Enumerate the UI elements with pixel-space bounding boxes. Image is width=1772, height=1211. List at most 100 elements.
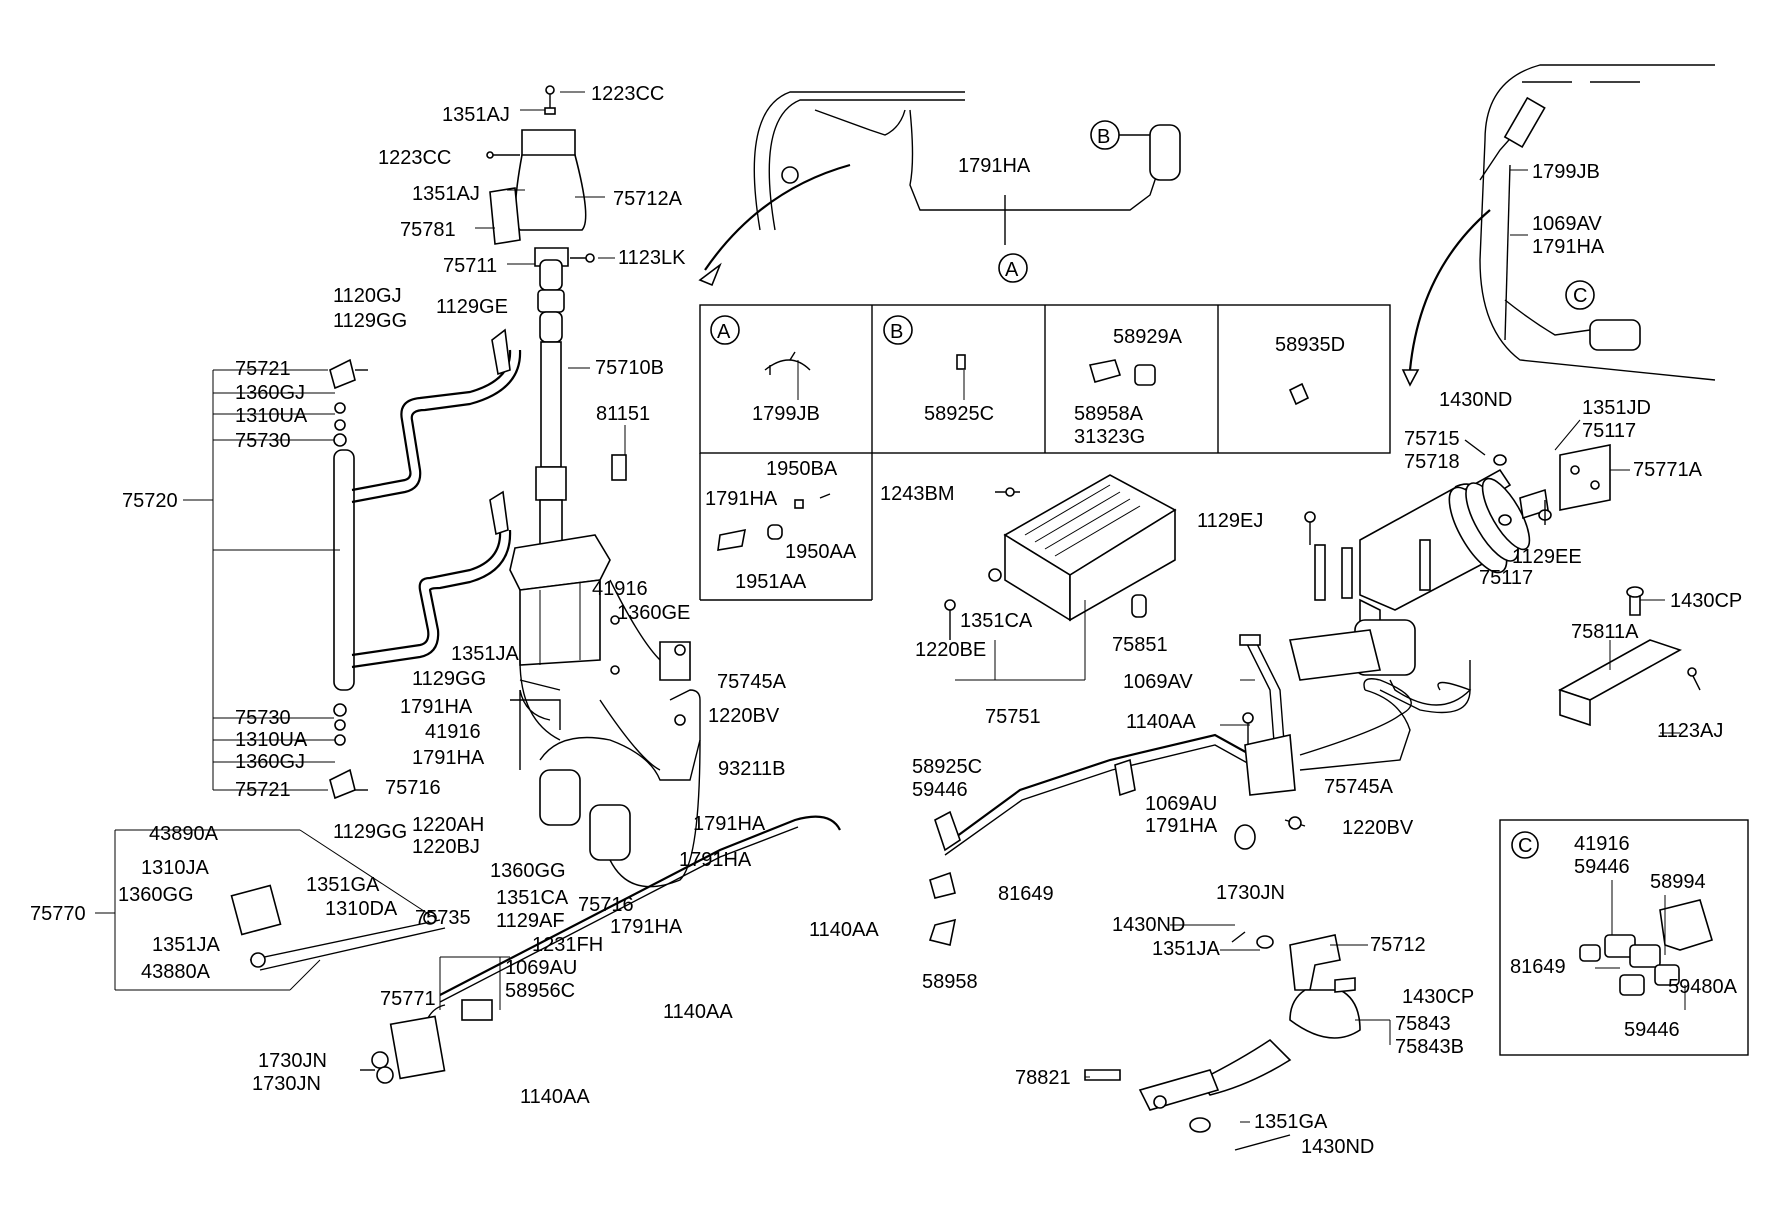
table-cell-part: 58958A	[1074, 403, 1144, 425]
label-1351AJ: 1351AJ	[442, 104, 510, 126]
label-81151: 81151	[596, 403, 650, 425]
cylinder-assembly-lower	[1084, 931, 1361, 1151]
label-1069AV: 1069AV	[1532, 213, 1602, 235]
label-78821: 78821	[1015, 1067, 1071, 1089]
label-1310UA: 1310UA	[235, 405, 308, 427]
label-1351JA: 1351JA	[1152, 938, 1220, 960]
clutch-booster-right	[1289, 468, 1552, 714]
table-cell-part: 58935D	[1275, 334, 1345, 356]
label-1351JA: 1351JA	[451, 643, 519, 665]
label-75712: 75712	[1370, 934, 1426, 956]
label-1120GJ: 1120GJ	[333, 285, 402, 307]
label-75770: 75770	[30, 903, 86, 925]
label-1123LK: 1123LK	[618, 247, 686, 269]
label-1129GG: 1129GG	[333, 310, 407, 332]
valve-assembly-left	[510, 579, 701, 888]
label-75721: 75721	[235, 358, 291, 380]
label-75716: 75716	[385, 777, 441, 799]
label-43880A: 43880A	[141, 961, 211, 983]
label-1430ND: 1430ND	[1301, 1136, 1374, 1158]
label-41916: 41916	[592, 578, 648, 600]
detail-label-59480A: 59480A	[1668, 976, 1738, 998]
label-1799JB: 1799JB	[1532, 161, 1600, 183]
label-1360GG: 1360GG	[490, 860, 566, 882]
label-1791HA: 1791HA	[610, 916, 683, 938]
label-1129EJ: 1129EJ	[1197, 510, 1263, 532]
cab-outline-right	[1401, 64, 1716, 387]
label-1351GA: 1351GA	[306, 874, 380, 896]
small-parts-right	[1304, 439, 1546, 545]
detail-label-81649: 81649	[1510, 956, 1566, 978]
table-cell-letter-B: B	[890, 321, 903, 343]
label-1069AV: 1069AV	[1123, 671, 1193, 693]
label-1129EE: 1129EE	[1512, 546, 1582, 568]
label-1129AF: 1129AF	[496, 910, 565, 932]
label-1140AA: 1140AA	[1126, 711, 1196, 733]
label-75751: 75751	[985, 706, 1041, 728]
table-cell-part: 58925C	[924, 403, 994, 425]
label-1231FH: 1231FH	[532, 934, 603, 956]
label-1730JN: 1730JN	[258, 1050, 327, 1072]
label-1360GJ: 1360GJ	[235, 751, 305, 773]
label-75745A: 75745A	[1324, 776, 1394, 798]
cab-outline-top	[698, 91, 1181, 287]
label-75117: 75117	[1479, 567, 1533, 589]
label-1360GJ: 1360GJ	[235, 382, 305, 404]
label-1129GE: 1129GE	[436, 296, 508, 318]
label-1791HA: 1791HA	[412, 747, 485, 769]
label-75117: 75117	[1582, 420, 1636, 442]
detail-label-59446: 59446	[1624, 1019, 1680, 1041]
label-1351CA: 1351CA	[960, 610, 1033, 632]
label-1730JN: 1730JN	[252, 1073, 321, 1095]
label-75745A: 75745A	[717, 671, 787, 693]
detail-label-58994: 58994	[1650, 871, 1706, 893]
label-1351CA: 1351CA	[496, 887, 569, 909]
label-58956C: 58956C	[505, 980, 575, 1002]
label-1791HA: 1791HA	[400, 696, 473, 718]
label-1069AU: 1069AU	[505, 957, 577, 979]
label-1430ND: 1430ND	[1112, 914, 1185, 936]
bracket-75811A	[1558, 586, 1701, 727]
label-75843B: 75843B	[1395, 1036, 1464, 1058]
table-cell-part: 1951AA	[735, 571, 807, 593]
label-1223CC: 1223CC	[591, 83, 664, 105]
detail-box-C	[1499, 819, 1749, 1056]
label-1791HA: 1791HA	[958, 155, 1031, 177]
pipe-assembly-middle	[928, 634, 1412, 946]
detail-letter-C: C	[1518, 835, 1532, 857]
label-1069AU: 1069AU	[1145, 793, 1217, 815]
label-75771: 75771	[380, 988, 436, 1010]
table-cell-part: 1950AA	[785, 541, 857, 563]
label-75718: 75718	[1404, 451, 1460, 473]
label-75720: 75720	[122, 490, 178, 512]
leader-lines-misc	[95, 169, 1680, 1123]
label-75730: 75730	[235, 430, 291, 452]
label-75710B: 75710B	[595, 357, 664, 379]
label-1129GG: 1129GG	[412, 668, 486, 690]
label-75721: 75721	[235, 779, 291, 801]
detail-label-59446: 59446	[1574, 856, 1630, 878]
label-1351JA: 1351JA	[152, 934, 220, 956]
label-1140AA: 1140AA	[520, 1086, 590, 1108]
circle-label-C: C	[1573, 285, 1587, 307]
label-1310UA: 1310UA	[235, 729, 308, 751]
circle-label-A: A	[1005, 259, 1019, 281]
label-75730: 75730	[235, 707, 291, 729]
label-1140AA: 1140AA	[663, 1001, 733, 1023]
table-cell-part: 1799JB	[752, 403, 820, 425]
label-75781: 75781	[400, 219, 456, 241]
label-1360GG: 1360GG	[118, 884, 194, 906]
label-75811A: 75811A	[1571, 621, 1639, 643]
label-93211B: 93211B	[718, 758, 785, 780]
label-75716: 75716	[578, 894, 634, 916]
detail-label-41916: 41916	[1574, 833, 1630, 855]
label-1430ND: 1430ND	[1439, 389, 1512, 411]
label-1220AH: 1220AH	[412, 814, 484, 836]
label-58925C: 58925C	[912, 756, 982, 778]
label-75715: 75715	[1404, 428, 1460, 450]
label-58958: 58958	[922, 971, 978, 993]
label-75843: 75843	[1395, 1013, 1451, 1035]
label-75771A: 75771A	[1633, 459, 1703, 481]
label-1223CC: 1223CC	[378, 147, 451, 169]
